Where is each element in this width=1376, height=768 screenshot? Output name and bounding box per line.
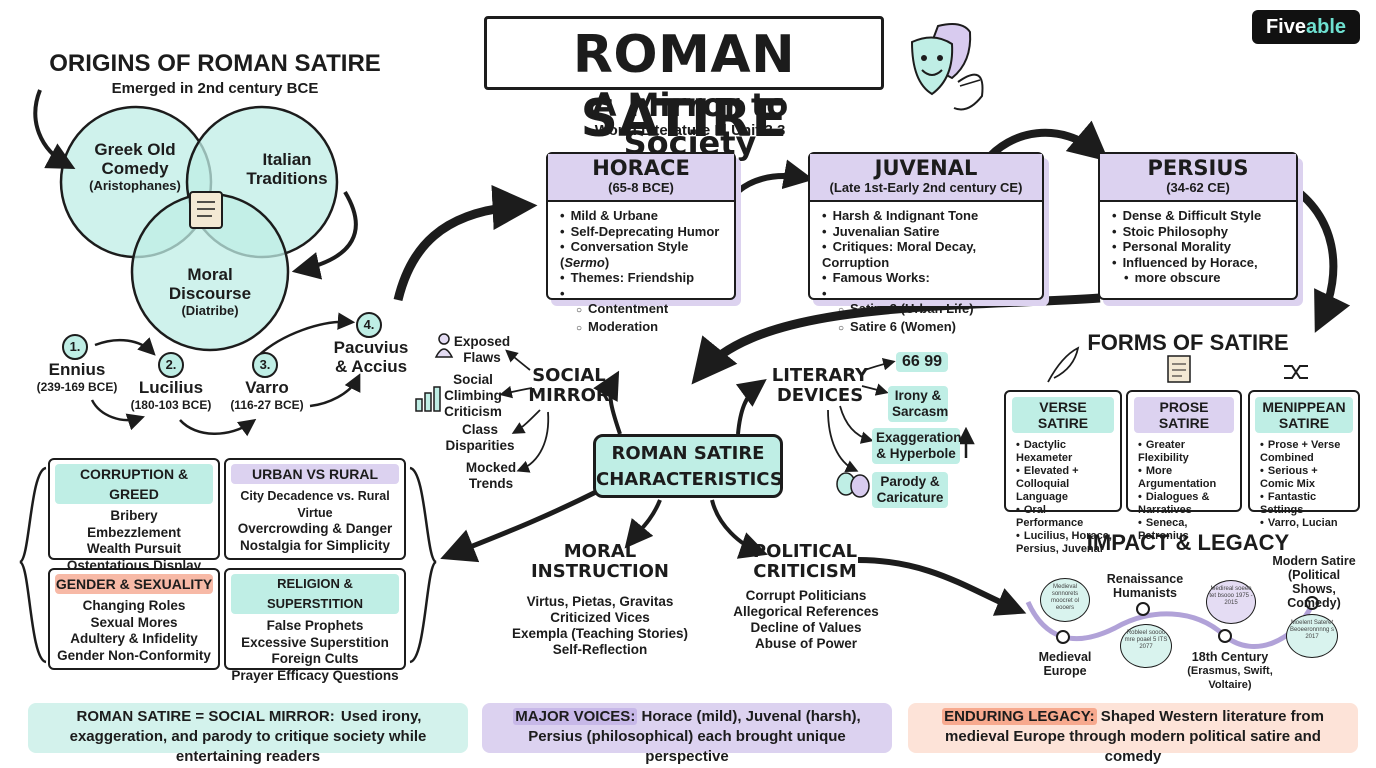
social-mirror-title: SOCIAL MIRROR	[528, 365, 610, 406]
satirist-number-3: 3.	[252, 352, 278, 378]
small-masks-icon	[836, 472, 870, 498]
satirist-dates-1: (239-169 BCE)	[36, 380, 118, 394]
venn-greek: Greek Old Comedy (Aristophanes)	[89, 140, 181, 193]
satirist-name-1: Ennius	[48, 360, 106, 379]
form-menippean: MENIPPEAN SATIRE Prose + Verse Combined …	[1248, 390, 1360, 529]
chart-icon	[415, 386, 441, 412]
quote-marks-icon: 66 99	[896, 352, 948, 372]
social-class-disparities: Class Disparities	[445, 422, 515, 453]
origins-title: ORIGINS OF ROMAN SATIRE	[49, 50, 381, 77]
tl-renaissance: Renaissance Humanists	[1106, 572, 1184, 600]
persius-traits: Dense & Difficult Style Stoic Philosophy…	[1100, 202, 1296, 286]
juvenal-name: JUVENAL	[874, 156, 978, 180]
venn-italian: Italian Traditions	[246, 150, 328, 188]
footer-major-voices: MAJOR VOICES: Horace (mild), Juvenal (ha…	[482, 703, 892, 765]
juvenal-traits: Harsh & Indignant Tone Juvenalian Satire…	[810, 202, 1042, 336]
satirist-name-3: Varro	[245, 378, 289, 397]
bubble-renaissance: Robleel soooo mre poael 5 ITS 2077	[1120, 624, 1172, 668]
horace-card: HORACE (65-8 BCE) Mild & Urbane Self-Dep…	[546, 152, 736, 334]
venn-moral: Moral Discourse (Diatribe)	[168, 265, 252, 318]
literary-devices-title: LITERARY DEVICES	[771, 365, 869, 406]
satirist-dates-2: (180-103 BCE)	[130, 398, 212, 412]
title-banner: ROMAN SATIRE	[484, 16, 884, 149]
satirist-number-4: 4.	[356, 312, 382, 338]
center-characteristics: ROMAN SATIRE CHARACTERISTICS	[593, 434, 783, 498]
origins-venn	[59, 105, 339, 352]
theme-religion: RELIGION & SUPERSTITION False Prophets E…	[224, 568, 406, 683]
scroll-small-icon	[1167, 355, 1191, 383]
theme-urban-rural: URBAN VS RURAL City Decadence vs. Rural …	[224, 458, 406, 560]
origins-subtitle: Emerged in 2nd century BCE	[111, 80, 319, 97]
scroll-icon	[189, 191, 223, 229]
moral-instruction-title: MORAL INSTRUCTION	[530, 541, 670, 582]
satirist-dates-3: (116-27 BCE)	[230, 398, 304, 412]
tl-18th-century: 18th Century (Erasmus, Swift, Voltaire)	[1187, 650, 1273, 691]
device-irony: Irony & Sarcasm	[888, 386, 948, 422]
tl-medieval: Medieval Europe	[1038, 650, 1092, 678]
fiveable-logo[interactable]: Fiveable	[1252, 10, 1360, 44]
horace-traits: Mild & Urbane Self-Deprecating Humor Con…	[548, 202, 734, 336]
juvenal-card: JUVENAL (Late 1st-Early 2nd century CE) …	[808, 152, 1044, 334]
political-criticism-list: Corrupt Politicians Allegorical Referenc…	[733, 588, 879, 651]
forms-title: FORMS OF SATIRE	[1087, 330, 1289, 355]
political-criticism-title: POLITICAL CRITICISM	[752, 541, 858, 582]
logo-text-b: able	[1306, 16, 1347, 38]
form-verse: VERSE SATIRE Dactylic Hexameter Elevated…	[1004, 390, 1122, 555]
impact-title: IMPACT & LEGACY	[1086, 530, 1290, 555]
persius-name: PERSIUS	[1147, 156, 1249, 180]
device-parody: Parody & Caricature	[872, 472, 948, 508]
social-exposed-flaws: Exposed Flaws	[453, 334, 511, 365]
social-climbing-criticism: Social Climbing Criticism	[444, 372, 502, 419]
quill-icon	[1047, 346, 1080, 383]
footer-enduring-legacy: ENDURING LEGACY: Shaped Western literatu…	[908, 703, 1358, 765]
persius-dates: (34-62 CE)	[1166, 180, 1230, 195]
unit-label: World Literature I | Unit 3.3	[594, 122, 786, 139]
satirist-number-1: 1.	[62, 334, 88, 360]
persius-card: PERSIUS (34-62 CE) Dense & Difficult Sty…	[1098, 152, 1298, 300]
satirist-name-4: Pacuvius & Accius	[333, 338, 409, 376]
tl-modern: Modern Satire (Political Shows, Comedy)	[1272, 554, 1356, 610]
logo-text-a: Five	[1265, 16, 1306, 38]
moral-instruction-list: Virtus, Pietas, Gravitas Criticized Vice…	[511, 594, 689, 657]
bubble-modern: Moelent Sateret Beoeeronnnng s 2017	[1286, 614, 1338, 658]
theme-corruption: CORRUPTION & GREED Bribery Embezzlement …	[48, 458, 220, 573]
horace-dates: (65-8 BCE)	[608, 180, 674, 195]
person-icon	[434, 333, 454, 358]
theme-gender: GENDER & SEXUALITY Changing Roles Sexual…	[48, 568, 220, 670]
satirist-number-2: 2.	[158, 352, 184, 378]
satirist-name-2: Lucilius	[138, 378, 204, 397]
juvenal-dates: (Late 1st-Early 2nd century CE)	[829, 180, 1023, 195]
footer-social-mirror: ROMAN SATIRE = SOCIAL MIRROR: Used irony…	[28, 703, 468, 765]
bubble-18th: Medireal soeeo tet bsooo 1975 - 2015	[1206, 580, 1256, 624]
form-prose: PROSE SATIRE Greater Flexibility More Ar…	[1126, 390, 1242, 542]
social-mocked-trends: Mocked Trends	[465, 460, 517, 491]
shuffle-icon	[1284, 365, 1308, 379]
page-title: ROMAN SATIRE	[572, 25, 796, 149]
bubble-medieval: Medieval sonnorets moocret ol eooers	[1040, 578, 1090, 622]
device-exaggeration: Exaggeration & Hyperbole	[872, 428, 962, 464]
theater-masks-icon	[910, 23, 984, 111]
horace-name: HORACE	[592, 156, 690, 180]
